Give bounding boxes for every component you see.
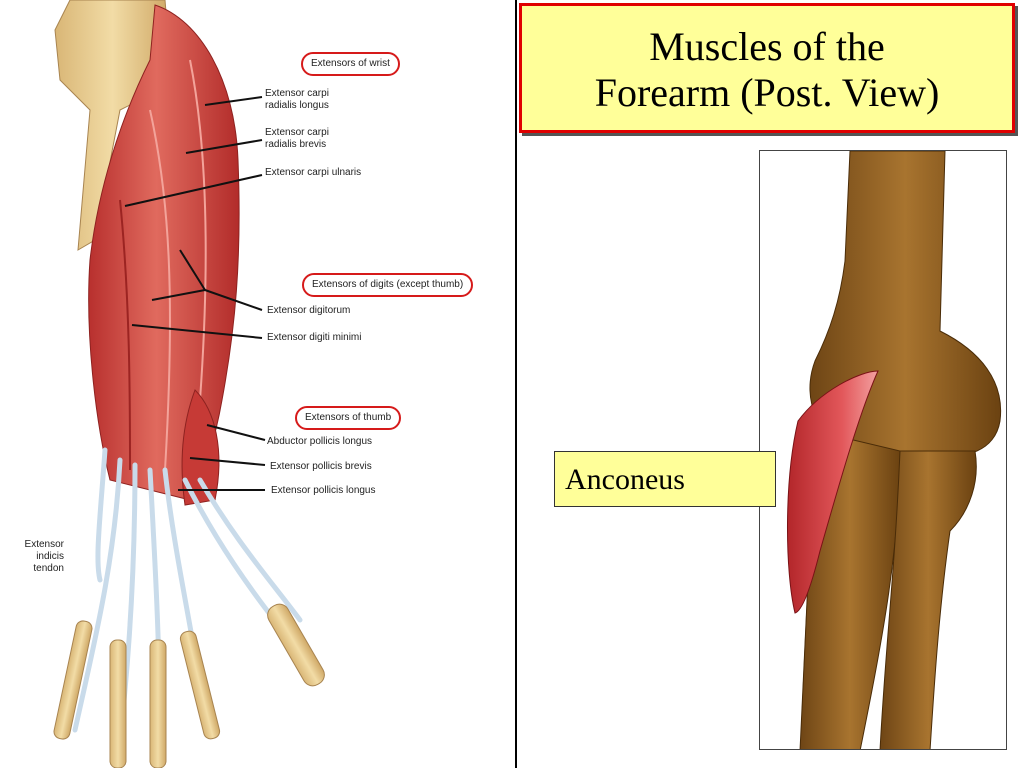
elbow-illustration bbox=[787, 151, 1002, 749]
elbow-figure bbox=[759, 150, 1007, 750]
label-epb: Extensor pollicis brevis bbox=[270, 461, 372, 472]
forearm-figure-panel: Extensors of wrist Extensor carpi radial… bbox=[14, 0, 474, 768]
slide-title-line2: Forearm (Post. View) bbox=[594, 70, 940, 115]
thumb-muscles bbox=[181, 389, 220, 506]
group-extensors-of-digits: Extensors of digits (except thumb) bbox=[302, 273, 474, 297]
label-ei-line2: indicis bbox=[36, 551, 64, 562]
leader-lines bbox=[124, 96, 266, 491]
label-ed: Extensor digitorum bbox=[267, 305, 351, 316]
radius-bone bbox=[879, 450, 977, 749]
forearm-illustration bbox=[53, 0, 325, 768]
anconeus-muscle bbox=[787, 370, 879, 614]
group-extensors-of-thumb: Extensors of thumb bbox=[295, 406, 402, 430]
label-edm: Extensor digiti minimi bbox=[267, 332, 362, 343]
label-ecrb-line2: radialis brevis bbox=[265, 139, 327, 150]
hand-bones bbox=[53, 603, 325, 768]
slide-title-line1: Muscles of the bbox=[649, 24, 885, 69]
label-apl: Abductor pollicis longus bbox=[267, 436, 373, 447]
label-ecrb: Extensor carpi radialis brevis bbox=[265, 127, 329, 151]
label-ecrl-line1: Extensor carpi bbox=[265, 88, 329, 99]
group-extensors-of-wrist: Extensors of wrist bbox=[301, 52, 400, 76]
label-ecu: Extensor carpi ulnaris bbox=[265, 167, 362, 178]
label-ei-line1: Extensor bbox=[24, 539, 64, 550]
slide-title: Muscles of the Forearm (Post. View) bbox=[519, 3, 1015, 133]
label-ei-line3: tendon bbox=[33, 563, 64, 574]
label-ecrl: Extensor carpi radialis longus bbox=[265, 88, 329, 112]
panel-divider bbox=[515, 0, 517, 768]
label-ecrb-line1: Extensor carpi bbox=[265, 127, 329, 138]
label-extensor-indicis: Extensor indicis tendon bbox=[14, 539, 64, 575]
anconeus-label: Anconeus bbox=[554, 451, 776, 507]
label-ecrl-line2: radialis longus bbox=[265, 100, 329, 111]
label-epl: Extensor pollicis longus bbox=[271, 485, 376, 496]
